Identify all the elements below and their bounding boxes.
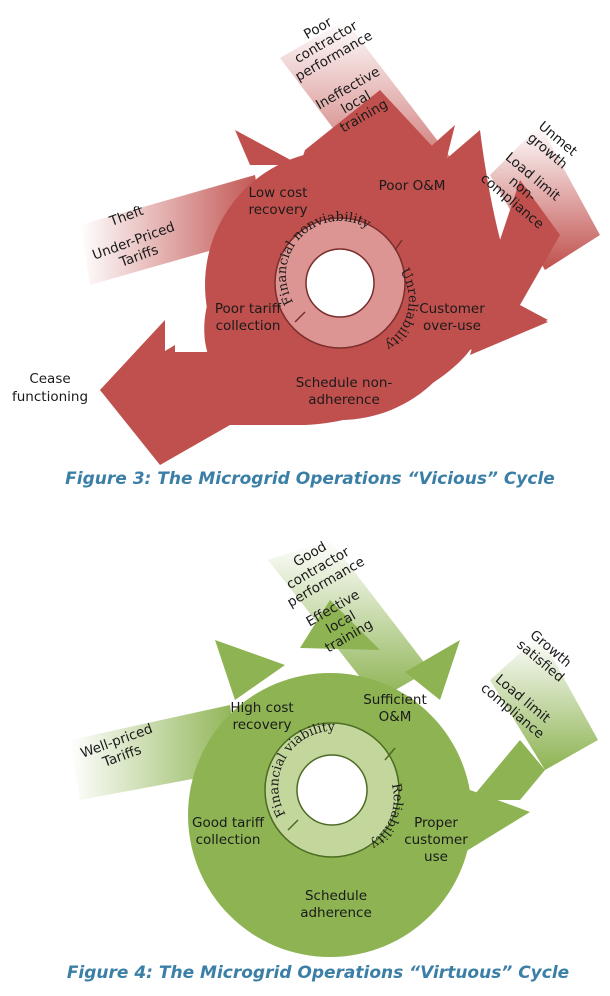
- ring-divider: [384, 747, 396, 761]
- node-good-tariff: Good tariff collection: [192, 815, 265, 848]
- svg-text:Schedule non-: Schedule non-: [296, 375, 393, 391]
- virtuous-ring-hole: [296, 754, 368, 826]
- arrowhead-topright: [405, 640, 460, 700]
- svg-text:Poor tariff: Poor tariff: [215, 301, 282, 317]
- svg-text:Proper: Proper: [414, 815, 458, 831]
- right-input-band: [490, 125, 600, 270]
- figure4-caption: Figure 4: The Microgrid Operations “Virt…: [67, 963, 569, 983]
- virtuous-cycle-diagram: Financial viability Reliability Good con…: [67, 539, 598, 983]
- svg-text:adherence: adherence: [300, 905, 372, 921]
- vicious-cycle-diagram: Financial nonviability Unreliability Poo…: [12, 14, 600, 489]
- svg-text:Low cost: Low cost: [249, 185, 308, 201]
- top-input-body: [300, 600, 380, 650]
- output-cease-functioning: Cease functioning: [12, 371, 88, 405]
- output-arrow: [100, 320, 300, 462]
- svg-text:Schedule: Schedule: [305, 888, 367, 904]
- svg-text:use: use: [424, 849, 448, 865]
- svg-text:over-use: over-use: [423, 318, 481, 334]
- left-input-band: [80, 175, 265, 285]
- svg-text:collection: collection: [196, 832, 261, 848]
- svg-text:Cease: Cease: [29, 371, 70, 387]
- svg-text:Good tariff: Good tariff: [192, 815, 265, 831]
- svg-text:collection: collection: [216, 318, 281, 334]
- svg-text:recovery: recovery: [248, 202, 307, 218]
- svg-text:customer: customer: [404, 832, 468, 848]
- svg-text:adherence: adherence: [308, 392, 380, 408]
- node-customer-overuse: Customer over-use: [419, 301, 485, 334]
- svg-text:Poor O&M: Poor O&M: [379, 178, 446, 194]
- figure3-caption: Figure 3: The Microgrid Operations “Vici…: [65, 469, 555, 489]
- right-input-band: [490, 635, 598, 770]
- node-schedule-nonadherence: Schedule non- adherence: [296, 375, 393, 408]
- node-high-cost-recovery: High cost recovery: [230, 700, 293, 733]
- right-input-body: [470, 740, 545, 800]
- svg-text:Customer: Customer: [419, 301, 485, 317]
- node-schedule-adherence: Schedule adherence: [300, 888, 372, 921]
- arrowhead-topleft: [215, 640, 285, 700]
- vicious-ring-hole: [305, 248, 375, 318]
- node-proper-customer-use: Proper customer use: [404, 815, 468, 865]
- ring-divider: [294, 311, 306, 323]
- node-poor-om: Poor O&M: [379, 178, 446, 194]
- arrowhead-topright: [410, 125, 455, 185]
- node-poor-tariff: Poor tariff collection: [215, 301, 282, 334]
- svg-text:recovery: recovery: [232, 717, 291, 733]
- ring-divider: [287, 819, 299, 831]
- node-low-cost-recovery: Low cost recovery: [248, 185, 307, 218]
- arrowhead-topleft: [235, 130, 300, 165]
- svg-text:Sufficient: Sufficient: [363, 692, 427, 708]
- svg-text:High cost: High cost: [230, 700, 293, 716]
- node-sufficient-om: Sufficient O&M: [363, 692, 427, 725]
- ring-divider: [394, 239, 403, 251]
- arrowhead-right: [460, 790, 530, 855]
- svg-text:functioning: functioning: [12, 389, 88, 405]
- arrowhead-right-tip: [470, 295, 548, 355]
- svg-text:O&M: O&M: [379, 709, 412, 725]
